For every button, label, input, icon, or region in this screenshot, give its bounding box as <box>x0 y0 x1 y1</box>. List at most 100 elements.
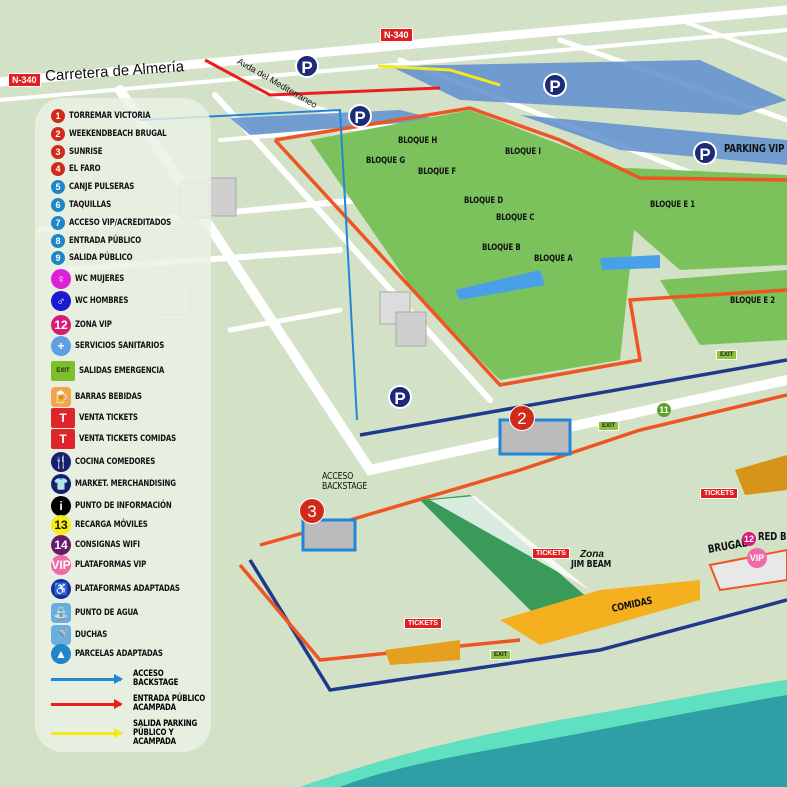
stage-2-marker[interactable]: 2 <box>509 405 535 431</box>
legend-label: WEEKENDBEACH BRUGAL <box>69 129 167 139</box>
route-label: ENTRADA PÚBLICO ACAMPADA <box>133 694 206 713</box>
legend-icon: 14 <box>51 535 71 555</box>
legend-route: SALIDA PARKING PÚBLICO Y ACAMPADA <box>51 720 233 747</box>
legend-icon: ♂ <box>51 291 71 311</box>
legend-icon: 4 <box>51 162 65 176</box>
legend-icon: 👕 <box>51 474 71 494</box>
block-label: BLOQUE G <box>366 156 405 166</box>
camping-blocks <box>310 110 787 380</box>
legend-item: 14 CONSIGNAS WIFI <box>51 535 158 555</box>
legend-label: BARRAS BEBIDAS <box>75 392 142 402</box>
exit-icon: EXIT <box>598 421 620 431</box>
parking-areas <box>230 60 787 165</box>
legend-label: SALIDAS EMERGENCIA <box>79 366 165 376</box>
legend-label: SERVICIOS SANITARIOS <box>75 341 165 351</box>
block-label: BLOQUE F <box>418 167 457 177</box>
legend-label: WC MUJERES <box>75 274 125 284</box>
legend-item: 👕MARKET. MERCHANDISING <box>51 474 204 494</box>
legend-item: ♿ PLATAFORMAS ADAPTADAS <box>51 579 209 599</box>
highway-badge-2: N-340 <box>380 28 413 42</box>
vip-platform-icon[interactable]: VIP <box>747 548 767 568</box>
legend-icon: ♿ <box>51 579 71 599</box>
legend-icon: 6 <box>51 198 65 212</box>
legend-label: PLATAFORMAS ADAPTADAS <box>75 584 180 594</box>
legend-item: EXIT SALIDAS EMERGENCIA <box>51 361 188 381</box>
legend-icon: 🚿 <box>51 625 71 645</box>
legend-label: RECARGA MÓVILES <box>75 520 148 530</box>
buildings <box>159 177 787 665</box>
adapted-plots <box>455 255 660 300</box>
legend-item: 5 CANJE PULSERAS <box>51 180 153 194</box>
legend-item: ⛲ PUNTO DE AGUA <box>51 603 156 623</box>
legend-icon: EXIT <box>51 361 75 381</box>
legend-label: TAQUILLAS <box>69 200 111 210</box>
legend-icon: T <box>51 408 75 428</box>
legend-label: CANJE PULSERAS <box>69 182 135 192</box>
exit-icon: EXIT <box>716 350 738 360</box>
legend-item: +SERVICIOS SANITARIOS <box>51 336 189 356</box>
legend-label: EL FARO <box>69 164 101 174</box>
parking-accessible-icon[interactable]: P <box>388 385 412 409</box>
parking-icon[interactable]: P <box>295 54 319 78</box>
parking-icon[interactable]: P <box>348 104 372 128</box>
legend-icon: 5 <box>51 180 65 194</box>
stage-3-marker[interactable]: 3 <box>299 498 325 524</box>
legend-item: i PUNTO DE INFORMACIÓN <box>51 496 199 516</box>
legend-icon: 7 <box>51 216 65 230</box>
legend-label: ZONA VIP <box>75 320 112 330</box>
legend-item: ▲PARCELAS ADAPTADAS <box>51 644 187 664</box>
legend-label: PUNTO DE INFORMACIÓN <box>75 501 172 511</box>
tickets-icon[interactable]: TICKETS <box>532 548 570 559</box>
point-11-marker[interactable]: 11 <box>657 403 671 417</box>
tickets-icon[interactable]: TICKETS <box>700 488 738 499</box>
legend-label: WC HOMBRES <box>75 296 129 306</box>
legend-item: 1 TORREMAR VICTORIA <box>51 109 173 123</box>
block-label: BLOQUE I <box>505 147 541 157</box>
legend-label: PUNTO DE AGUA <box>75 608 139 618</box>
highway-badge: N-340 <box>8 73 41 87</box>
legend-icon: i <box>51 496 71 516</box>
parking-vip-label: PARKING VIP <box>724 142 785 155</box>
camping-entry-route <box>204 58 441 97</box>
legend-label: CONSIGNAS WIFI <box>75 540 140 550</box>
block-label: BLOQUE A <box>534 254 573 264</box>
parking-vip-icon[interactable]: P <box>693 141 717 165</box>
block-label: BLOQUE H <box>398 136 438 146</box>
legend-icon: ⛲ <box>51 603 71 623</box>
tickets-icon[interactable]: TICKETS <box>404 618 442 629</box>
legend-label: PLATAFORMAS VIP <box>75 560 147 570</box>
legend-icon: 1 <box>51 109 65 123</box>
legend-icon: 🍴 <box>51 452 71 472</box>
legend-item: 6 TAQUILLAS <box>51 198 123 212</box>
shoreline <box>300 680 787 787</box>
zone-12-marker[interactable]: 12 <box>742 532 756 546</box>
jim-beam-label: JIM BEAM <box>571 559 612 570</box>
block-label: BLOQUE C <box>496 213 535 223</box>
exit-icon: EXIT <box>490 650 512 660</box>
legend-item: 4 EL FARO <box>51 162 109 176</box>
block-label: BLOQUE D <box>464 196 504 206</box>
legend-icon: ♀ <box>51 269 71 289</box>
legend-route: ENTRADA PÚBLICO ACAMPADA <box>51 695 233 713</box>
legend-item: 🍴 COCINA COMEDORES <box>51 452 178 472</box>
legend-item: ♀ WC MUJERES <box>51 269 138 289</box>
legend-icon: 3 <box>51 145 65 159</box>
legend-route: ACCESO BACKSTAGE <box>51 670 233 688</box>
route-arrow-icon <box>51 698 123 709</box>
legend-label: COCINA COMEDORES <box>75 457 156 467</box>
legend-item: ♂ WC HOMBRES <box>51 291 143 311</box>
legend-icon: VIP <box>51 555 71 575</box>
parking-icon[interactable]: P <box>543 73 567 97</box>
route-label: SALIDA PARKING PÚBLICO Y ACAMPADA <box>133 719 198 747</box>
legend-icon: ▲ <box>51 644 71 664</box>
legend-icon: 🍺 <box>51 387 71 407</box>
zona-label: Zona <box>580 549 604 560</box>
legend-label: TORREMAR VICTORIA <box>69 111 151 121</box>
